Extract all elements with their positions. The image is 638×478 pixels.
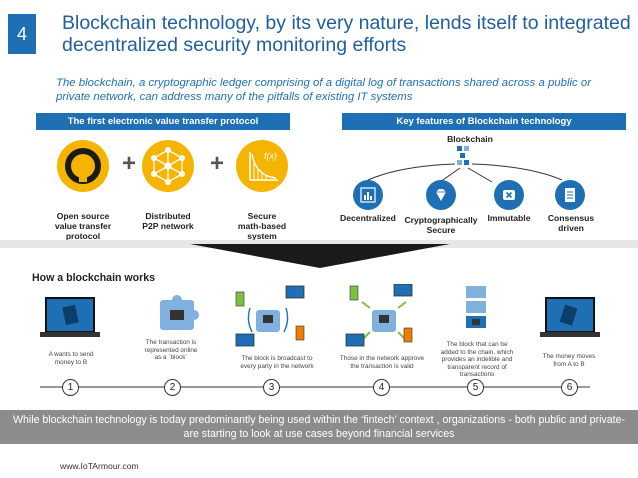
plus-icon: + xyxy=(210,150,225,177)
blockchain-root-label: Blockchain xyxy=(447,134,493,144)
footer-banner: While blockchain technology is today pre… xyxy=(0,410,638,444)
open-source-icon xyxy=(57,140,109,192)
step-2-number: 2 xyxy=(164,379,181,396)
chart-icon xyxy=(353,180,383,210)
right-panel-header: Key features of Blockchain technology xyxy=(342,113,626,130)
left-panel-header: The first electronic value transfer prot… xyxy=(36,113,290,130)
broadcast-devices-icon xyxy=(235,285,305,347)
feature-label-immutable: Immutable xyxy=(487,213,531,223)
process-flow-graphic xyxy=(40,284,600,388)
laptop-a-icon xyxy=(40,297,100,337)
function-icon xyxy=(236,140,288,192)
slide-number-badge: 4 xyxy=(8,14,36,54)
network-icon xyxy=(142,140,194,192)
block-puzzle-icon xyxy=(160,295,199,330)
down-arrow-icon xyxy=(190,244,450,268)
step-4-number: 4 xyxy=(373,379,390,396)
immutable-x-icon xyxy=(494,180,524,210)
slide-title: Blockchain technology, by its very natur… xyxy=(62,12,631,56)
function-label: f(x) xyxy=(264,151,277,161)
feature-tree-connectors xyxy=(367,146,563,183)
slide-subtitle: The blockchain, a cryptographic ledger c… xyxy=(56,77,592,103)
step-5-number: 5 xyxy=(467,379,484,396)
source-url: www.IoTArmour.com xyxy=(60,461,139,471)
step-6-number: 6 xyxy=(561,379,578,396)
how-it-works-title: How a blockchain works xyxy=(32,272,156,284)
plus-icon: + xyxy=(122,150,137,177)
chain-blocks-icon xyxy=(466,286,486,328)
diamond-icon xyxy=(426,180,456,210)
approval-devices-icon xyxy=(345,284,413,347)
laptop-b-icon xyxy=(540,297,600,337)
feature-label-decentralized: Decentralized xyxy=(340,213,396,223)
document-icon xyxy=(555,180,585,210)
step-1-number: 1 xyxy=(62,379,79,396)
step-3-number: 3 xyxy=(263,379,280,396)
